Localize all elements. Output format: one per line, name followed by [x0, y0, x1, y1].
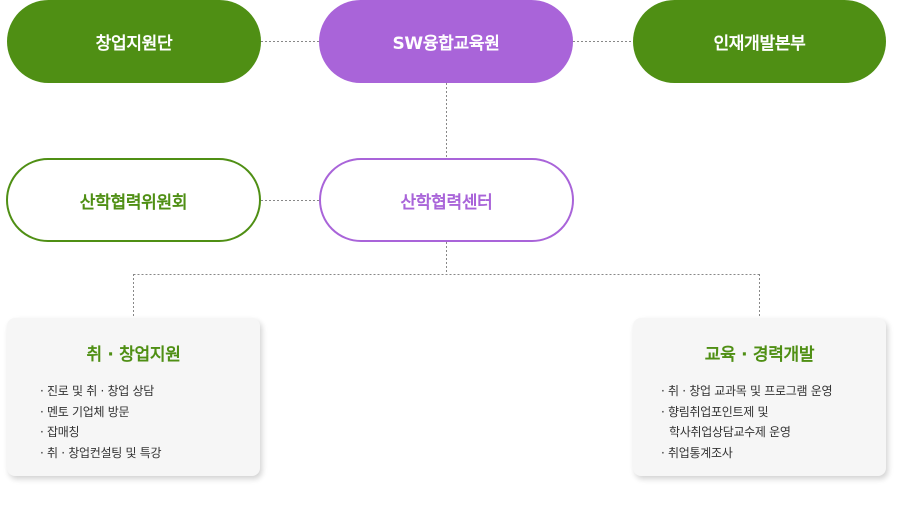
card-career-startup-support-title: 취 · 창업지원 [86, 345, 181, 365]
card-career-startup-support: 취 · 창업지원 · 진로 및 취 · 창업 상담 · 멘토 기업체 방문 · … [7, 318, 260, 476]
card-education-career-title: 교육 · 경력개발 [704, 345, 815, 365]
list-item: · 잡매칭 [40, 425, 80, 439]
list-item: · 취 · 창업컨설팅 및 특강 [40, 445, 162, 460]
card-education-career: 교육 · 경력개발 · 취 · 창업 교과목 및 프로그램 운영 · 향림취업포… [633, 318, 886, 476]
node-talent-development: 인재개발본부 [633, 0, 886, 83]
list-item: · 취 · 창업 교과목 및 프로그램 운영 [661, 384, 833, 398]
list-item: · 멘토 기업체 방문 [40, 404, 130, 419]
node-industry-center-label: 산학협력센터 [400, 192, 493, 213]
list-item: · 진로 및 취 · 창업 상담 [40, 384, 155, 398]
node-startup-support: 창업지원단 [7, 0, 261, 83]
list-item: 학사취업상담교수제 운영 [669, 425, 791, 439]
card-career-startup-support-list: · 진로 및 취 · 창업 상담 · 멘토 기업체 방문 · 잡매칭 · 취 ·… [7, 381, 260, 463]
node-talent-development-label: 인재개발본부 [713, 34, 806, 54]
node-industry-committee: 산학협력위원회 [6, 158, 261, 242]
node-sw-convergence-label: SW융합교육원 [392, 34, 500, 54]
node-sw-convergence: SW융합교육원 [319, 0, 573, 83]
node-industry-center: 산학협력센터 [319, 158, 574, 242]
list-item: · 향림취업포인트제 및 [661, 404, 769, 419]
node-startup-support-label: 창업지원단 [95, 34, 173, 54]
card-education-career-list: · 취 · 창업 교과목 및 프로그램 운영 · 향림취업포인트제 및 학사취업… [633, 381, 886, 463]
node-industry-committee-label: 산학협력위원회 [79, 192, 188, 213]
list-item: · 취업통계조사 [661, 445, 733, 460]
